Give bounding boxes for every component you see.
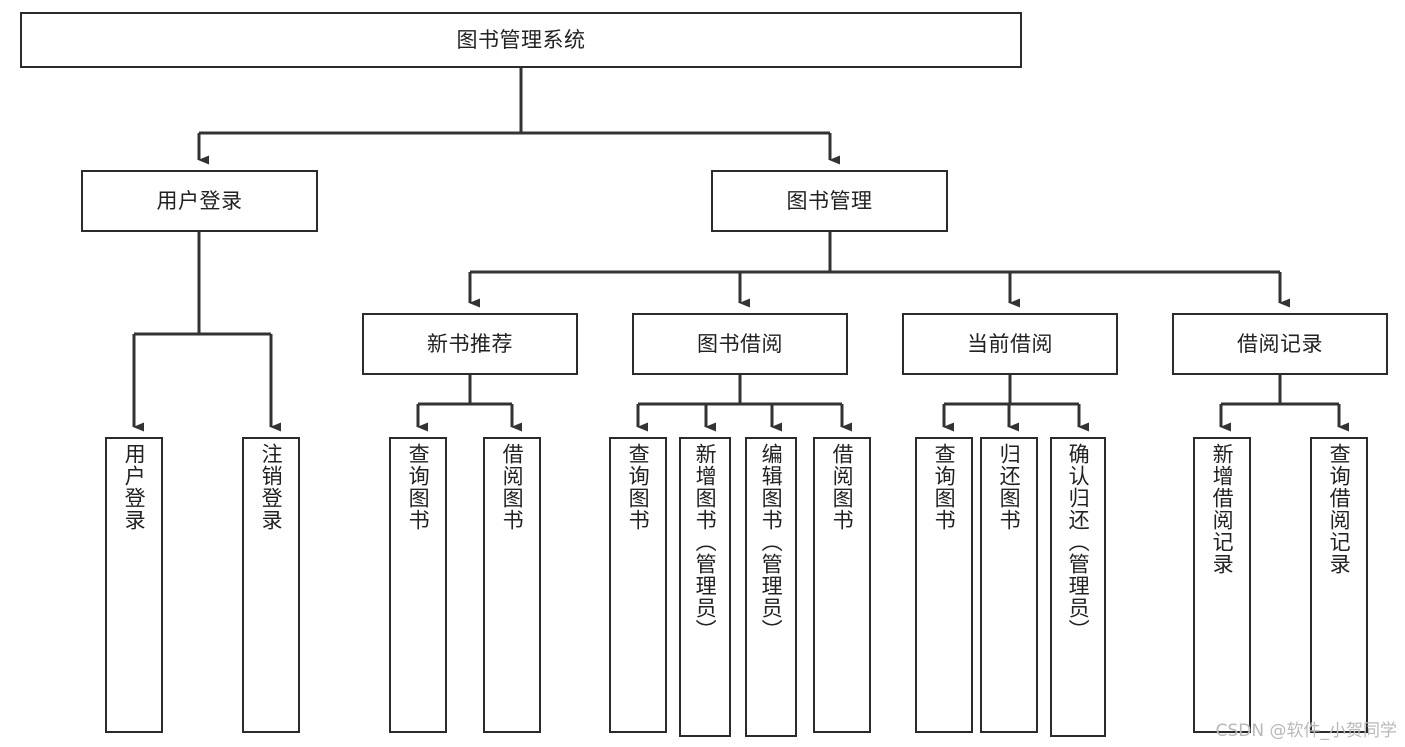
node-label-leaf-query-book-1: 查询图书 <box>406 443 431 531</box>
node-label-leaf-logout: 注销登录 <box>259 443 284 531</box>
node-label-book-manage: 图书管理 <box>786 188 873 213</box>
node-label-leaf-edit-book: 编辑图书（管理员） <box>759 443 784 641</box>
node-leaf-query-book-3[interactable]: 查询图书 <box>915 437 973 733</box>
node-leaf-return-book[interactable]: 归还图书 <box>980 437 1038 733</box>
node-label-new-book-recommend: 新书推荐 <box>427 331 513 356</box>
node-leaf-borrow-book-2[interactable]: 借阅图书 <box>813 437 871 733</box>
node-new-book-recommend[interactable]: 新书推荐 <box>362 313 578 375</box>
node-current-borrow[interactable]: 当前借阅 <box>902 313 1118 375</box>
node-leaf-query-book-2[interactable]: 查询图书 <box>609 437 667 733</box>
node-user-login[interactable]: 用户登录 <box>81 170 318 232</box>
node-leaf-add-book[interactable]: 新增图书（管理员） <box>679 437 731 737</box>
node-leaf-user-login[interactable]: 用户登录 <box>105 437 163 733</box>
node-label-leaf-query-book-2: 查询图书 <box>626 443 651 531</box>
node-leaf-edit-book[interactable]: 编辑图书（管理员） <box>745 437 797 737</box>
node-label-borrow-record: 借阅记录 <box>1237 331 1323 356</box>
node-label-leaf-query-record: 查询借阅记录 <box>1327 443 1352 575</box>
node-borrow-record[interactable]: 借阅记录 <box>1172 313 1388 375</box>
node-label-leaf-borrow-book-1: 借阅图书 <box>500 443 525 531</box>
node-leaf-query-record[interactable]: 查询借阅记录 <box>1310 437 1368 733</box>
node-leaf-query-book-1[interactable]: 查询图书 <box>389 437 447 733</box>
node-label-current-borrow: 当前借阅 <box>967 331 1053 356</box>
node-label-leaf-query-book-3: 查询图书 <box>932 443 957 531</box>
node-book-manage[interactable]: 图书管理 <box>711 170 948 232</box>
node-label-leaf-add-record: 新增借阅记录 <box>1210 443 1235 575</box>
node-label-leaf-borrow-book-2: 借阅图书 <box>830 443 855 531</box>
node-label-leaf-user-login: 用户登录 <box>122 443 147 531</box>
node-label-user-login: 用户登录 <box>156 188 243 213</box>
node-label-root: 图书管理系统 <box>456 27 586 52</box>
node-leaf-add-record[interactable]: 新增借阅记录 <box>1193 437 1251 733</box>
node-root-system[interactable]: 图书管理系统 <box>20 12 1022 68</box>
node-label-leaf-confirm-return: 确认归还（管理员） <box>1066 443 1091 641</box>
node-leaf-confirm-return[interactable]: 确认归还（管理员） <box>1050 437 1106 737</box>
node-label-leaf-add-book: 新增图书（管理员） <box>693 443 718 641</box>
node-label-book-borrow: 图书借阅 <box>697 331 783 356</box>
node-label-leaf-return-book: 归还图书 <box>997 443 1022 531</box>
node-leaf-borrow-book-1[interactable]: 借阅图书 <box>483 437 541 733</box>
node-leaf-logout[interactable]: 注销登录 <box>242 437 300 733</box>
node-book-borrow[interactable]: 图书借阅 <box>632 313 848 375</box>
